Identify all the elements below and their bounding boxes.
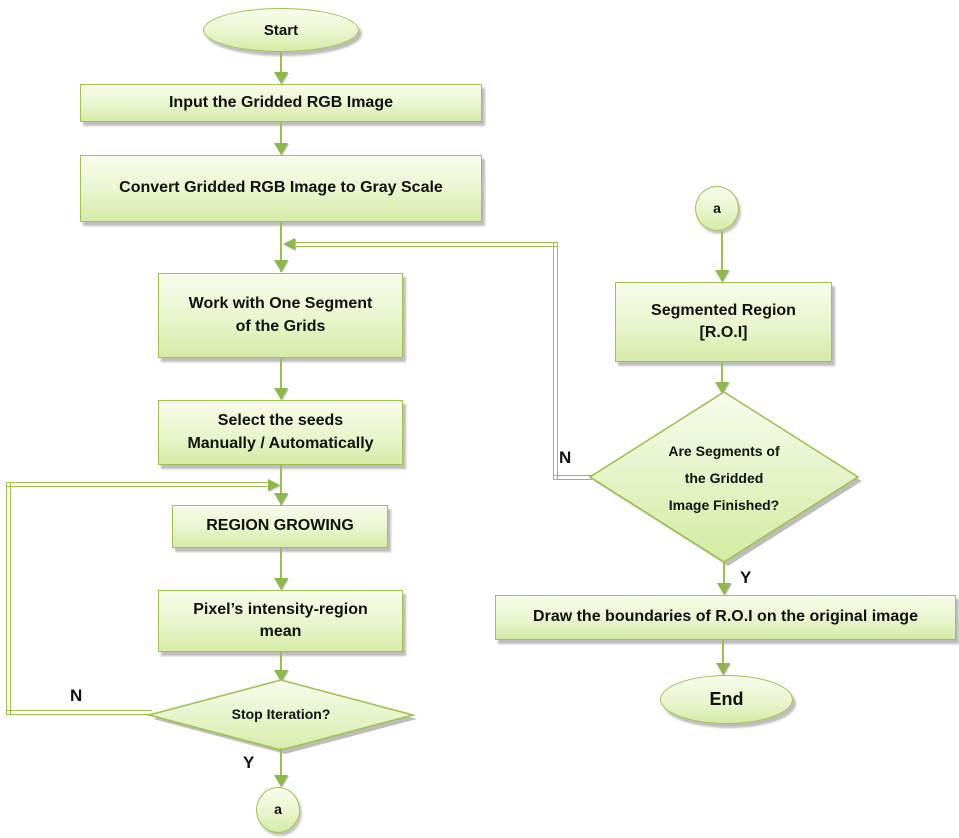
- node-select-seeds-line1: Select the seeds: [217, 412, 344, 430]
- node-segmented-region: Segmented Region [R.O.I]: [615, 282, 832, 362]
- connector-draw-end: [722, 640, 724, 664]
- branch-label-segments-no: N: [559, 448, 572, 467]
- arrowhead-down-icon: [274, 260, 288, 272]
- connector-stop-a: [280, 748, 282, 776]
- node-select-seeds-line2: Manually / Automatically: [187, 434, 374, 452]
- node-convert-gray-label: Convert Gridded RGB Image to Gray Scale: [119, 179, 443, 197]
- arrowhead-down-icon: [274, 493, 288, 505]
- connector-segmented-diamond: [721, 362, 723, 383]
- arrowhead-down-icon: [274, 670, 288, 682]
- node-region-growing-label: REGION GROWING: [206, 517, 354, 535]
- node-pixel-intensity-line2: mean: [259, 623, 302, 640]
- node-segmented-region-line1: Segmented Region: [651, 301, 796, 319]
- connector-pixel-stop: [280, 652, 282, 671]
- arrowhead-left-icon: [283, 238, 295, 250]
- node-segments-finished-label: Are Segments of the Gridded Image Finish…: [612, 438, 836, 519]
- node-segmented-region-line2: [R.O.I]: [699, 324, 748, 341]
- connector-seeds-region: [280, 465, 282, 505]
- node-start-label: Start: [263, 21, 299, 39]
- node-connector-a-right: a: [695, 186, 739, 231]
- node-stop-iteration: [145, 679, 417, 754]
- connector-region-pixel: [280, 548, 282, 579]
- arrowhead-down-icon: [715, 270, 729, 282]
- branch-label-stop-no: N: [70, 686, 83, 705]
- node-pixel-intensity-line1: Pixel’s intensity-region: [193, 600, 368, 618]
- node-work-segment: Work with One Segment of the Grids: [158, 273, 403, 358]
- connector-loop-left-top: [6, 482, 269, 487]
- connector-a-segmented: [721, 231, 723, 271]
- node-stop-iteration-label: Stop Iteration?: [231, 706, 331, 722]
- segments-finished-line1: Are Segments of: [668, 443, 780, 459]
- node-pixel-intensity: Pixel’s intensity-region mean: [158, 590, 403, 652]
- connector-a-right-label: a: [713, 199, 721, 216]
- node-end-label: End: [709, 688, 744, 709]
- node-work-segment-line1: Work with One Segment: [188, 295, 373, 313]
- connector-loop-right-bottom: [553, 475, 592, 480]
- arrowhead-down-icon: [715, 382, 729, 394]
- segments-finished-line2: the Gridded: [684, 470, 764, 486]
- node-start: Start: [203, 8, 359, 52]
- node-end: End: [660, 675, 793, 724]
- connector-diamond-draw: [723, 562, 725, 584]
- node-input-image: Input the Gridded RGB Image: [80, 84, 482, 122]
- arrowhead-down-icon: [717, 583, 731, 595]
- arrowhead-down-icon: [274, 72, 288, 84]
- arrowhead-down-icon: [274, 775, 288, 787]
- node-select-seeds: Select the seeds Manually / Automaticall…: [158, 400, 403, 465]
- node-input-image-label: Input the Gridded RGB Image: [168, 93, 393, 111]
- node-connector-a-left: a: [256, 787, 300, 833]
- connector-a-left-label: a: [274, 801, 282, 818]
- connector-work-seeds: [280, 358, 282, 389]
- node-draw-boundaries-label: Draw the boundaries of R.O.I on the orig…: [533, 608, 918, 626]
- connector-loop-right-vertical: [553, 242, 558, 480]
- connector-start-input: [280, 52, 282, 73]
- connector-loop-left-bottom: [6, 710, 152, 715]
- arrowhead-down-icon: [274, 578, 288, 590]
- branch-label-segments-yes: Y: [740, 568, 752, 587]
- arrowhead-down-icon: [716, 663, 730, 675]
- arrowhead-right-icon: [268, 479, 280, 491]
- arrowhead-down-icon: [274, 143, 288, 155]
- connector-loop-left-vertical: [6, 482, 11, 715]
- connector-input-convert: [280, 122, 282, 144]
- connector-convert-work: [280, 222, 282, 272]
- connector-loop-right-top: [294, 242, 558, 247]
- node-convert-gray: Convert Gridded RGB Image to Gray Scale: [80, 155, 482, 222]
- branch-label-stop-yes: Y: [243, 753, 255, 772]
- segments-finished-line3: Image Finished?: [668, 497, 780, 513]
- node-draw-boundaries: Draw the boundaries of R.O.I on the orig…: [495, 595, 956, 640]
- arrowhead-down-icon: [274, 388, 288, 400]
- node-work-segment-line2: of the Grids: [235, 317, 326, 335]
- node-region-growing: REGION GROWING: [172, 505, 388, 548]
